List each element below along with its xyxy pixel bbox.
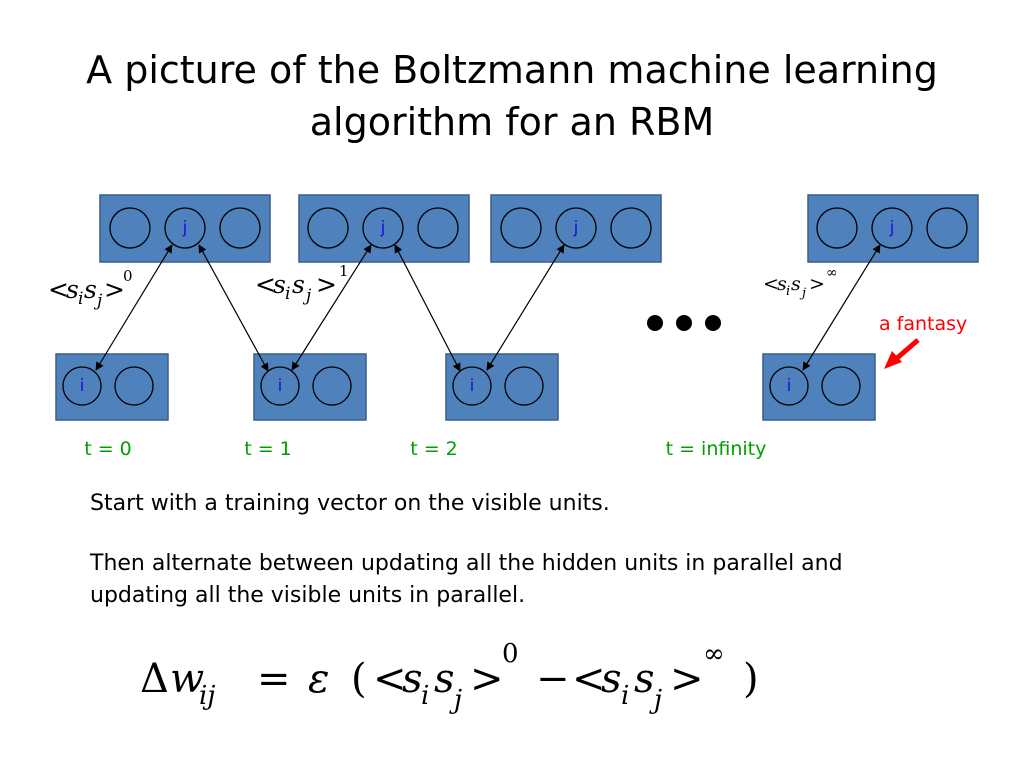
svg-text:s: s [434,656,455,702]
svg-text:<: < [572,656,606,702]
hidden-unit-j [555,207,597,249]
svg-text:s: s [777,273,787,295]
connection-h1-v2 [394,244,461,372]
svg-text:j: j [302,286,312,306]
hidden-layer-t2: j [490,194,662,263]
visible-layer-tinf: i [762,353,876,421]
hidden-layer-t0: j [99,194,271,263]
hidden-unit-label: j [573,218,579,238]
stat-superscript: ∞ [826,265,838,281]
visible-layer-t2: i [445,353,559,421]
visible-unit-label: i [470,376,475,396]
svg-text:j: j [93,291,103,311]
svg-text:s: s [84,275,97,304]
svg-text:<: < [763,273,779,295]
svg-text:>: > [670,656,704,702]
visible-layer-t0: i [55,353,169,421]
svg-text:ε: ε [308,656,329,702]
time-label-t1: t = 1 [244,438,292,460]
svg-text:−: − [536,656,570,702]
svg-text:i: i [786,284,790,299]
visible-unit-label: i [278,376,283,396]
visible-unit-i [260,366,300,406]
formula-superscript-infinity: ∞ [703,640,725,669]
hidden-layer-tinf: j [807,194,979,263]
visible-unit-i [452,366,492,406]
stat-superscript: 1 [339,262,349,280]
time-label-tinf: t = infinity [666,438,767,460]
connection-vinf-hinf [802,244,881,371]
svg-text:i: i [621,681,629,711]
svg-text:s: s [292,270,305,299]
svg-text:>: > [316,270,337,299]
svg-text:i: i [421,681,429,711]
visible-unit-i [769,366,809,406]
connection-h0-v1 [198,244,269,372]
svg-text:>: > [470,656,504,702]
time-label-t0: t = 0 [84,438,132,460]
svg-text:i: i [285,284,290,304]
svg-text:s: s [66,275,79,304]
stat-label-tinf: < s i s j > ∞ [763,265,838,301]
visible-unit-i [62,366,102,406]
svg-text:<: < [255,270,276,299]
hidden-layer-t1: j [298,194,470,263]
paragraph-start: Start with a training vector on the visi… [90,491,610,516]
hidden-unit-j [164,207,206,249]
svg-text:s: s [402,656,423,702]
svg-text:(: ( [351,656,367,702]
svg-text:s: s [791,273,801,295]
svg-text:=: = [257,656,291,702]
svg-text:j: j [799,286,806,301]
svg-text:Δ: Δ [140,656,169,702]
connection-v0-h0 [95,244,173,371]
paragraph-alternate: Then alternate between updating all the … [90,551,843,608]
svg-text:<: < [373,656,407,702]
formula-superscript-zero: 0 [502,640,519,669]
fantasy-label: a fantasy [879,313,967,335]
svg-text:s: s [601,656,622,702]
svg-text:w: w [170,656,204,702]
hidden-unit-j [871,207,913,249]
fantasy-arrow [884,338,920,369]
learning-rule-formula: Δ w ij = ε ( < s i s j > 0 − < s i s j >… [140,640,759,715]
connection-v1-h1 [291,244,372,371]
svg-text:): ) [743,656,759,702]
svg-text:ij: ij [199,681,215,711]
visible-layer-t1: i [253,353,367,421]
svg-text:s: s [634,656,655,702]
stat-label-t1: < s i s j > 1 [255,262,349,306]
svg-text:>: > [809,273,825,295]
hidden-unit-j [362,207,404,249]
visible-unit-label: i [787,376,792,396]
svg-text:s: s [273,270,286,299]
svg-text:<: < [48,275,69,304]
slide-title: A picture of the Boltzmann machine learn… [86,48,938,144]
hidden-unit-label: j [380,218,386,238]
visible-unit-label: i [80,376,85,396]
stat-superscript: 0 [123,267,133,285]
hidden-unit-label: j [182,218,188,238]
svg-text:i: i [78,289,83,309]
hidden-unit-label: j [889,218,895,238]
svg-text:>: > [104,275,125,304]
time-label-t2: t = 2 [410,438,458,460]
stat-label-t0: < s i s j > 0 [48,267,133,311]
ellipsis [647,315,721,331]
connection-v2-h2 [486,244,565,371]
